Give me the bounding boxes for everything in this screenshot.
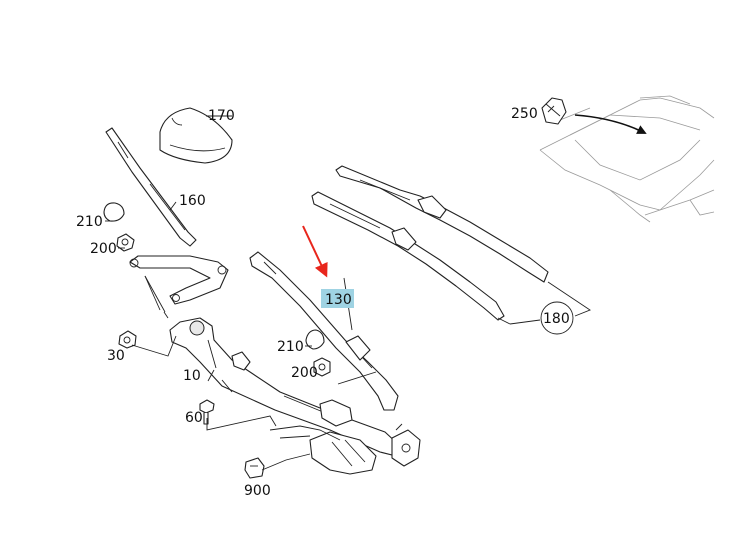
- part-160-wiper-arm: [105, 127, 197, 247]
- part-210-cap-left: [103, 202, 125, 222]
- part-130-wiper-arm: [249, 251, 399, 411]
- part-200-nut-left: [116, 233, 135, 252]
- callout-170: 170: [208, 108, 235, 124]
- part-170-cover: [159, 107, 233, 164]
- part-180-wiper-blade-lower: [311, 191, 505, 321]
- part-linkage-bracket: [129, 255, 229, 313]
- callout-circle-180: [540, 301, 574, 335]
- part-wiper-motor: [269, 399, 421, 475]
- part-30-nut: [118, 330, 137, 349]
- red-pointer-arrow: [302, 225, 328, 278]
- part-900-clip: [244, 457, 265, 479]
- callout-900: 900: [244, 483, 271, 499]
- part-200-nut-center: [313, 357, 331, 377]
- callout-130: 130: [325, 292, 352, 308]
- callout-60: 60: [185, 410, 203, 426]
- callout-10: 10: [183, 368, 201, 384]
- part-210-cap-center: [305, 329, 325, 350]
- callout-30: 30: [107, 348, 125, 364]
- callout-200-center: 200: [291, 365, 318, 381]
- highlight-130: [321, 289, 354, 308]
- callout-160: 160: [179, 193, 206, 209]
- part-180-wiper-blade-upper: [335, 165, 549, 283]
- callout-250: 250: [511, 106, 538, 122]
- part-10-wiper-linkage: [163, 311, 401, 457]
- callout-200-left: 200: [90, 241, 117, 257]
- callout-210-left: 210: [76, 214, 103, 230]
- callout-210-center: 210: [277, 339, 304, 355]
- reference-arrow-250: [574, 114, 647, 134]
- callout-180: 180: [543, 311, 570, 327]
- part-250-rain-sensor: [541, 97, 567, 125]
- windshield-outline: [539, 95, 715, 223]
